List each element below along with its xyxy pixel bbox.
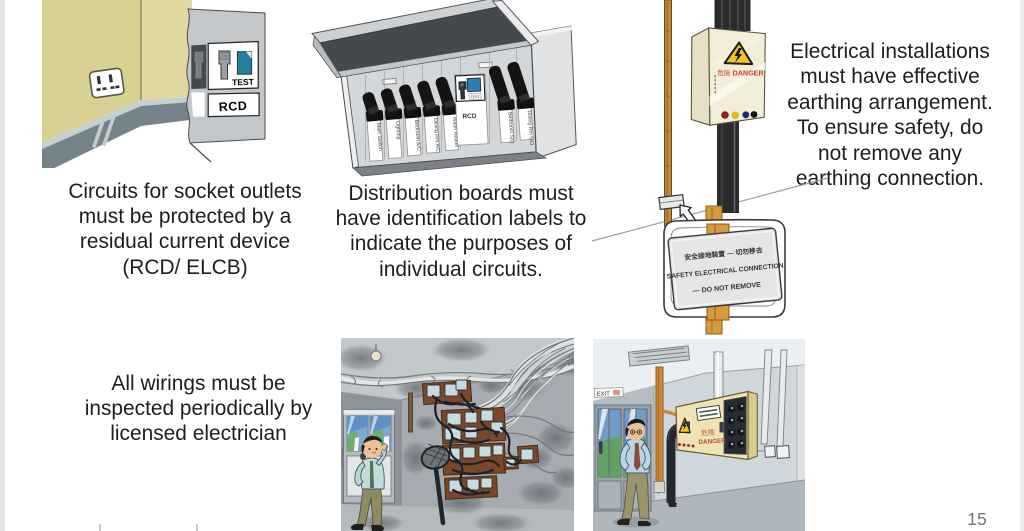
svg-text:RCD: RCD (462, 113, 477, 121)
svg-text:危險: 危險 (701, 428, 715, 438)
svg-text:Water Heater: Water Heater (451, 117, 459, 148)
svg-text:危險: 危險 (718, 68, 732, 77)
svg-text:Bedroom A/C: Bedroom A/C (413, 120, 421, 151)
svg-text:RCD: RCD (218, 99, 247, 114)
svg-text:Bedroom S/O: Bedroom S/O (507, 112, 515, 144)
svg-text:Main Switch: Main Switch (375, 123, 383, 151)
svg-text:TEST: TEST (232, 77, 255, 88)
svg-text:TEST: TEST (470, 95, 480, 99)
svg-text:Dining Rm A/C: Dining Rm A/C (432, 118, 440, 153)
svg-text:Dining Rm S/O: Dining Rm S/O (526, 110, 534, 145)
svg-text:DANGER: DANGER (733, 69, 765, 78)
svg-text:DANGER: DANGER (698, 438, 726, 446)
svg-text:Lighting: Lighting (394, 121, 401, 140)
svg-text:EXIT: EXIT (596, 391, 610, 397)
